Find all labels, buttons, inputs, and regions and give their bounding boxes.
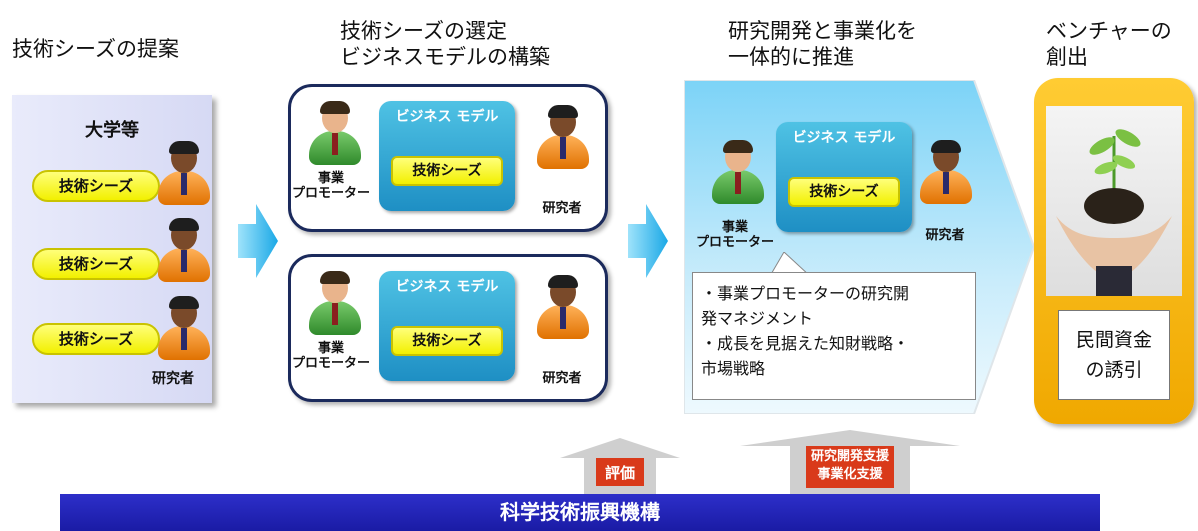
stage-heading-selection-line2: ビジネスモデルの構築 xyxy=(340,45,550,69)
evaluation-up-arrow-icon xyxy=(560,438,680,494)
support-up-arrow-icon xyxy=(740,430,960,494)
stage-heading-rd-line1: 研究開発と事業化を xyxy=(728,19,917,43)
stage-heading-proposal: 技術シーズの提案 xyxy=(12,37,179,61)
callout-line-1: ・事業プロモーターの研究開 xyxy=(701,284,910,303)
rd-promoter-icon xyxy=(712,140,764,204)
rd-researcher-label: 研究者 xyxy=(925,228,965,243)
stage-heading-venture-line2: 創出 xyxy=(1046,45,1088,69)
model-box-2: 事業プロモーター ビジネス モデル 技術シーズ 研究者 xyxy=(288,254,608,402)
rd-business-model-block: ビジネス モデル 技術シーズ xyxy=(776,122,912,232)
biz-support-label: 事業化支援 xyxy=(817,467,883,482)
flow-arrow-1-icon xyxy=(238,204,278,278)
promoter-label: 事業プロモーター xyxy=(291,341,370,371)
model-tech-seeds: 技術シーズ xyxy=(391,156,503,186)
university-researcher-label: 研究者 xyxy=(152,371,194,387)
jst-organization-bar: 科学技術振興機構 xyxy=(60,494,1100,531)
university-title: 大学等 xyxy=(85,120,139,141)
tech-seeds-pill-3: 技術シーズ xyxy=(32,323,160,355)
stage-heading-selection-line1: 技術シーズの選定 xyxy=(340,19,507,43)
business-model-block: ビジネス モデル 技術シーズ xyxy=(379,271,515,381)
capital-line-2: の誘引 xyxy=(1085,359,1143,381)
callout-pointer-icon xyxy=(769,252,811,276)
evaluation-label: 評価 xyxy=(604,464,635,482)
capital-line-1: 民間資金 xyxy=(1075,329,1152,351)
rd-model-tech-seeds: 技術シーズ xyxy=(788,177,900,207)
stage-heading-rd: 研究開発と事業化を 一体的に推進 xyxy=(728,18,917,70)
business-model-block: ビジネス モデル 技術シーズ xyxy=(379,101,515,211)
stage-heading-selection: 技術シーズの選定 ビジネスモデルの構築 xyxy=(340,18,550,70)
promoter-icon xyxy=(309,271,361,335)
promoter-icon xyxy=(309,101,361,165)
callout-line-2: 発マネジメント xyxy=(701,309,814,328)
rd-business-model-label: ビジネス モデル xyxy=(792,130,896,146)
rd-support-label: 研究開発支援 xyxy=(810,449,889,464)
support-labels: 研究開発支援 事業化支援 xyxy=(806,448,894,484)
stage-heading-venture-line1: ベンチャーの xyxy=(1046,19,1172,43)
researcher-icon-1 xyxy=(158,141,210,205)
researcher-label: 研究者 xyxy=(542,371,582,386)
promoter-label: 事業プロモーター xyxy=(291,171,370,201)
rd-researcher-icon xyxy=(920,140,972,204)
researcher-icon-2 xyxy=(158,218,210,282)
researcher-label: 研究者 xyxy=(542,201,582,216)
seedling-in-hands-icon xyxy=(1056,129,1172,296)
researcher-icon xyxy=(537,275,589,339)
private-capital-box: 民間資金 の誘引 xyxy=(1058,310,1170,400)
tech-seeds-pill-1: 技術シーズ xyxy=(32,170,160,202)
researcher-icon xyxy=(537,105,589,169)
tech-seeds-pill-2: 技術シーズ xyxy=(32,248,160,280)
business-model-label: ビジネス モデル xyxy=(395,109,499,125)
model-tech-seeds: 技術シーズ xyxy=(391,326,503,356)
flow-arrow-2-icon xyxy=(628,204,668,278)
model-box-1: 事業プロモーター ビジネス モデル 技術シーズ 研究者 xyxy=(288,84,608,232)
callout-line-4: 市場戦略 xyxy=(701,359,766,378)
researcher-icon-3 xyxy=(158,296,210,360)
rd-promoter-label: 事業プロモーター xyxy=(695,220,774,250)
business-model-label: ビジネス モデル xyxy=(395,279,499,295)
stage-heading-rd-line2: 一体的に推進 xyxy=(728,45,854,69)
rd-points-callout: ・事業プロモーターの研究開 発マネジメント ・成長を見据えた知財戦略・ 市場戦略 xyxy=(692,272,976,400)
callout-line-3: ・成長を見据えた知財戦略・ xyxy=(701,334,910,353)
seedling-photo xyxy=(1046,106,1182,296)
stage-heading-venture: ベンチャーの 創出 xyxy=(1046,18,1172,70)
